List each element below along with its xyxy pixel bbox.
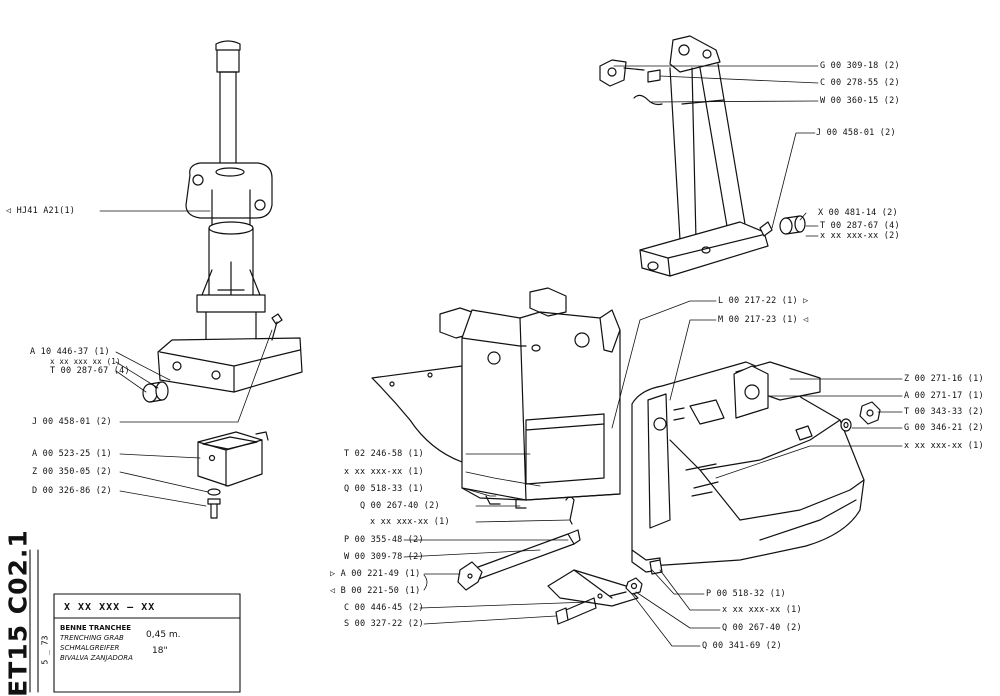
a-frame-assembly: [599, 35, 806, 277]
document-date: 5 _ 73: [40, 635, 50, 665]
callout-g00-346-21: G 00 346-21 (2): [904, 423, 984, 433]
callout-xx-right-mid: x xx xxx-xx (1): [904, 441, 984, 451]
callout-t00-287-67-right: T 00 287-67 (4): [820, 221, 900, 231]
callout-xx-bucket-bottom: x xx xxx-xx (1): [722, 605, 802, 615]
callout-q00-267-40-right: Q 00 267-40 (2): [722, 623, 802, 633]
size-imperial: 18": [152, 646, 168, 656]
leader-lines: [99, 65, 903, 647]
callout-c00-446-45: C 00 446-45 (2): [344, 603, 424, 613]
name-spanish: BIVALVA ZANJADORA: [60, 654, 133, 662]
document-reference: X XX XXX — XX: [64, 602, 156, 613]
callout-b00-221-50: ◁ B 00 221-50 (1): [330, 586, 421, 596]
callout-x00-481-14: X 00 481-14 (2): [818, 208, 898, 218]
loose-parts: [457, 529, 663, 625]
callout-m00-217-23: M 00 217-23 (1) ◁: [718, 315, 809, 325]
title-block-frame: [29, 549, 241, 693]
callout-l00-217-22: L 00 217-22 (1) ▷: [718, 296, 809, 306]
callout-j00-458-01-left: J 00 458-01 (2): [32, 417, 112, 427]
callout-z00-271-16: Z 00 271-16 (1): [904, 374, 984, 384]
callout-s00-327-22: S 00 327-22 (2): [344, 619, 424, 629]
callout-p00-355-48: P 00 355-48 (2): [344, 535, 424, 545]
callout-a00-523-25: A 00 523-25 (1): [32, 449, 112, 459]
callout-j00-458-01-right: J 00 458-01 (2): [816, 128, 896, 138]
callout-xx-bucket-left-1: x xx xxx-xx (1): [344, 467, 424, 477]
callout-w00-309-78: W 00 309-78 (2): [344, 552, 424, 562]
callout-d00-326-86: D 00 326-86 (2): [32, 486, 112, 496]
callout-xx-placeholder: x xx xxx xx (1): [50, 357, 121, 366]
callout-xx-bucket-left-2: x xx xxx-xx (1): [370, 517, 450, 527]
callout-t02-246-58: T 02 246-58 (1): [344, 449, 424, 459]
callout-q00-267-40-left: Q 00 267-40 (2): [360, 501, 440, 511]
left-bucket-shell: [371, 287, 621, 525]
name-english: TRENCHING GRAB: [60, 634, 124, 642]
name-french: BENNE TRANCHEE: [60, 624, 132, 632]
callout-a10-446-37: A 10 446-37 (1): [30, 347, 110, 357]
callout-g00-309-18: G 00 309-18 (2): [820, 61, 900, 71]
name-german: SCHMALGREIFER: [60, 644, 120, 652]
callout-c00-278-55: C 00 278-55 (2): [820, 78, 900, 88]
size-metric: 0,45 m.: [146, 630, 181, 640]
callout-q00-518-33: Q 00 518-33 (1): [344, 484, 424, 494]
callout-z00-350-05: Z 00 350-05 (2): [32, 467, 112, 477]
callout-xx-top-right: x xx xxx-xx (2): [820, 231, 900, 241]
callout-q00-341-69: Q 00 341-69 (2): [702, 641, 782, 651]
callout-p00-518-32: P 00 518-32 (1): [706, 589, 786, 599]
callout-hj41: ◁ HJ41 A21(1): [6, 206, 76, 216]
callout-w00-360-15: W 00 360-15 (2): [820, 96, 900, 106]
document-code: ET15 C02.1: [3, 529, 33, 696]
callout-t00-343-33: T 00 343-33 (2): [904, 407, 984, 417]
callout-t00-287-67-left: T 00 287-67 (4): [50, 366, 130, 376]
callout-a00-271-17: A 00 271-17 (1): [904, 391, 984, 401]
callout-a00-221-49: ▷ A 00 221-49 (1): [330, 569, 421, 579]
right-bucket-shell: [631, 361, 881, 573]
rotary-column-assembly: [142, 40, 303, 519]
